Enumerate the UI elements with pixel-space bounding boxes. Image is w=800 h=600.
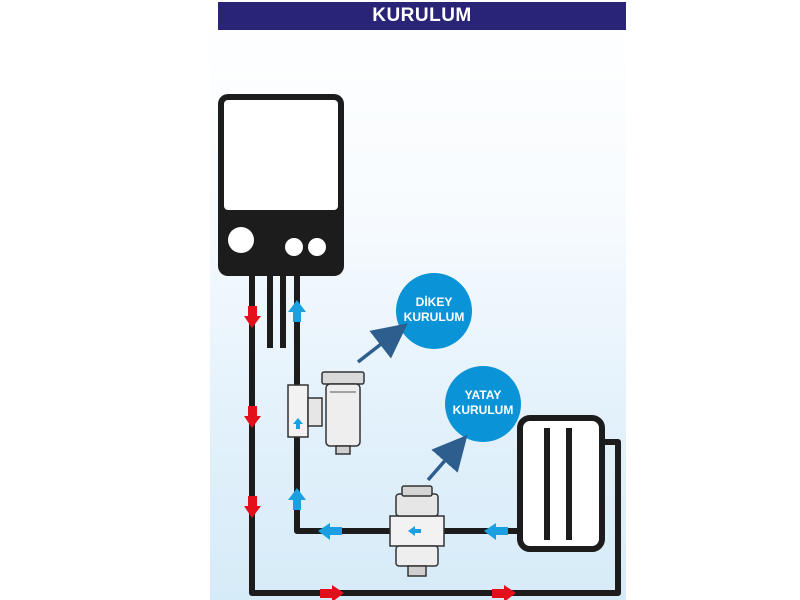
page-title: KURULUM: [218, 2, 626, 30]
pointer-arrow-icon: [356, 323, 408, 364]
flow-arrow-icon: [320, 585, 344, 600]
flow-arrows-supply: [244, 306, 516, 600]
callout-horizontal-installation: YATAY KURULUM: [445, 366, 521, 442]
flow-arrow-icon: [244, 406, 261, 428]
flow-arrow-icon: [484, 523, 508, 540]
pipe-network: [249, 276, 621, 596]
flow-arrow-icon: [492, 585, 516, 600]
flow-arrow-icon: [288, 488, 306, 510]
horizontal-filter-icon: [389, 485, 445, 577]
flow-arrows-return: [288, 300, 508, 540]
flow-arrow-icon: [244, 496, 261, 518]
vertical-filter-icon: [287, 371, 365, 455]
pointer-arrow-icon: [426, 434, 468, 482]
callout-vertical-installation: DİKEY KURULUM: [396, 273, 472, 349]
callout-horizontal-line1: YATAY: [465, 388, 502, 402]
flow-arrow-icon: [244, 306, 261, 328]
flow-arrow-icon: [288, 300, 306, 322]
flow-arrow-icon: [318, 523, 342, 540]
callout-vertical-line2: KURULUM: [404, 310, 465, 324]
callout-vertical-line1: DİKEY: [416, 294, 453, 309]
boiler-icon: [218, 94, 344, 276]
callout-horizontal-line2: KURULUM: [453, 403, 514, 417]
radiator-icon: [517, 415, 605, 552]
